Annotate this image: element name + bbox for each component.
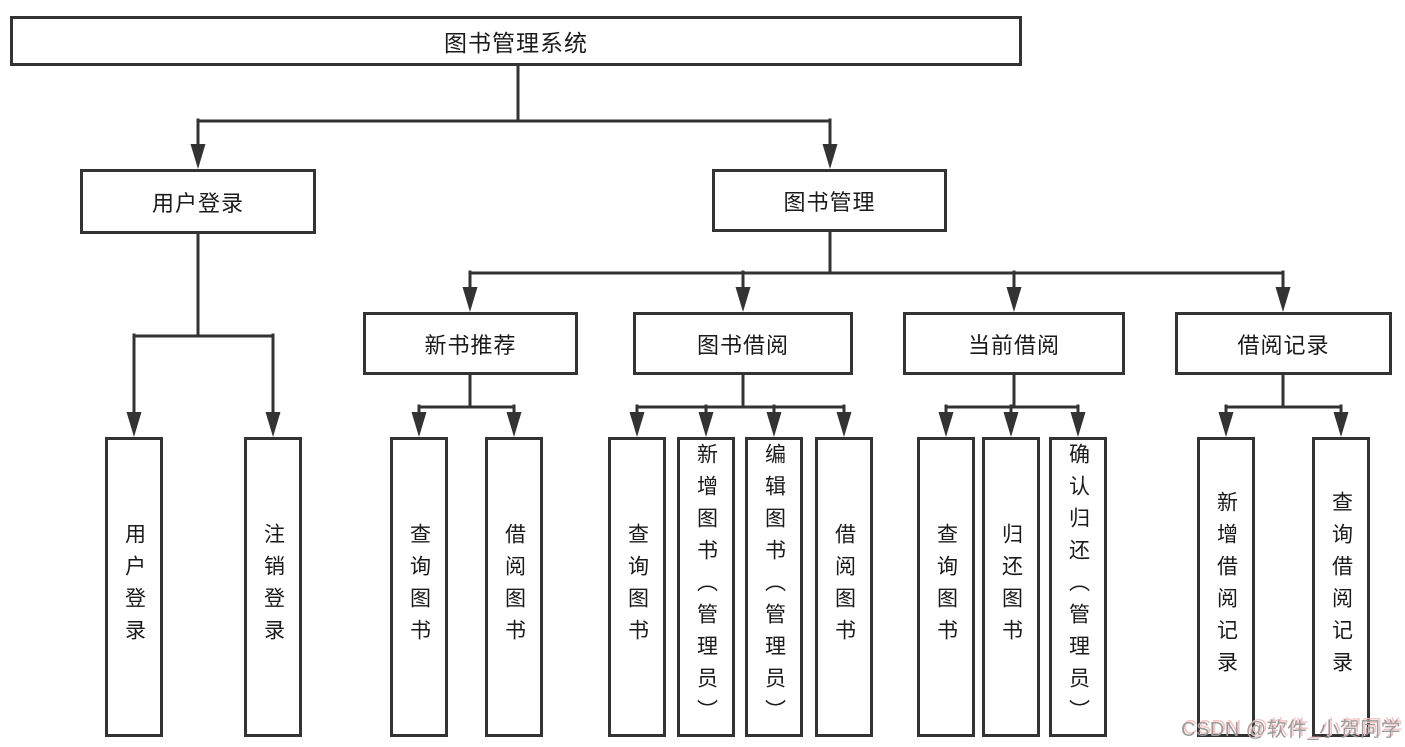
arrow-down-icon xyxy=(1333,412,1349,437)
leaf-borrow-books-recommend: 借阅图书 xyxy=(485,437,543,737)
node-label: 归还图书 xyxy=(999,523,1023,651)
leaf-query-books-recommend: 查询图书 xyxy=(390,437,448,737)
connector-current-borrowing xyxy=(938,373,1086,437)
node-label: 当前借阅 xyxy=(967,332,1060,358)
node-label: 注销登录 xyxy=(261,523,285,651)
connector-new-book-recommend xyxy=(411,373,522,437)
leaf-query-books-current: 查询图书 xyxy=(917,437,975,737)
leaf-edit-book-admin: 编辑图书（管理员） xyxy=(745,437,803,737)
arrow-down-icon xyxy=(1218,412,1234,437)
arrow-down-icon xyxy=(735,287,751,312)
connector-user-login xyxy=(126,232,281,437)
node-label: 图书借阅 xyxy=(696,332,789,358)
node-label: 新增图书（管理员） xyxy=(694,443,718,731)
node-library-system: 图书管理系统 xyxy=(10,16,1022,66)
arrow-down-icon xyxy=(698,412,714,437)
connector-book-management xyxy=(462,230,1291,312)
node-label: 新增借阅记录 xyxy=(1214,491,1238,683)
node-new-book-recommend: 新书推荐 xyxy=(363,312,578,375)
leaf-query-books-borrowing: 查询图书 xyxy=(608,437,666,737)
arrow-down-icon xyxy=(836,412,852,437)
arrow-down-icon xyxy=(822,144,838,169)
arrow-down-icon xyxy=(462,287,478,312)
node-label: 图书管理 xyxy=(783,189,876,215)
leaf-add-book-admin: 新增图书（管理员） xyxy=(677,437,735,737)
arrow-down-icon xyxy=(1275,287,1291,312)
node-label: 查询借阅记录 xyxy=(1329,491,1353,683)
node-label: 查询图书 xyxy=(625,523,649,651)
arrow-down-icon xyxy=(411,412,427,437)
arrow-down-icon xyxy=(506,412,522,437)
node-label: 借阅图书 xyxy=(502,523,526,651)
node-current-borrowing: 当前借阅 xyxy=(903,312,1125,375)
node-label: 用户登录 xyxy=(151,190,244,216)
leaf-logout: 注销登录 xyxy=(244,437,302,737)
csdn-watermark: CSDN @软件_小贺同学 xyxy=(1181,719,1402,741)
arrow-down-icon xyxy=(629,412,645,437)
node-label: 借阅图书 xyxy=(832,523,856,651)
arrow-down-icon xyxy=(190,144,206,169)
node-label: 借阅记录 xyxy=(1237,332,1330,358)
node-borrowing-records: 借阅记录 xyxy=(1175,312,1392,375)
arrow-down-icon xyxy=(126,412,142,437)
node-book-borrowing: 图书借阅 xyxy=(633,312,853,375)
arrow-down-icon xyxy=(1070,412,1086,437)
arrow-down-icon xyxy=(766,412,782,437)
node-label: 新书推荐 xyxy=(424,332,517,358)
leaf-user-login: 用户登录 xyxy=(105,437,163,737)
leaf-add-borrow-record: 新增借阅记录 xyxy=(1197,437,1255,737)
arrow-down-icon xyxy=(1006,287,1022,312)
leaf-borrow-books: 借阅图书 xyxy=(815,437,873,737)
connector-book-borrowing xyxy=(629,373,852,437)
connector-root-to-level2 xyxy=(190,64,838,169)
arrow-down-icon xyxy=(1003,412,1019,437)
node-label: 查询图书 xyxy=(407,523,431,651)
node-label: 查询图书 xyxy=(934,523,958,651)
node-user-login: 用户登录 xyxy=(80,169,316,234)
node-label: 用户登录 xyxy=(122,523,146,651)
node-label: 确认归还（管理员） xyxy=(1066,443,1090,731)
arrow-down-icon xyxy=(265,412,281,437)
leaf-query-borrow-record: 查询借阅记录 xyxy=(1312,437,1370,737)
leaf-confirm-return-admin: 确认归还（管理员） xyxy=(1049,437,1107,737)
arrow-down-icon xyxy=(938,412,954,437)
connector-borrowing-records xyxy=(1218,373,1349,437)
node-book-management: 图书管理 xyxy=(712,169,947,232)
leaf-return-book: 归还图书 xyxy=(982,437,1040,737)
node-label: 图书管理系统 xyxy=(444,30,588,56)
node-label: 编辑图书（管理员） xyxy=(762,443,786,731)
